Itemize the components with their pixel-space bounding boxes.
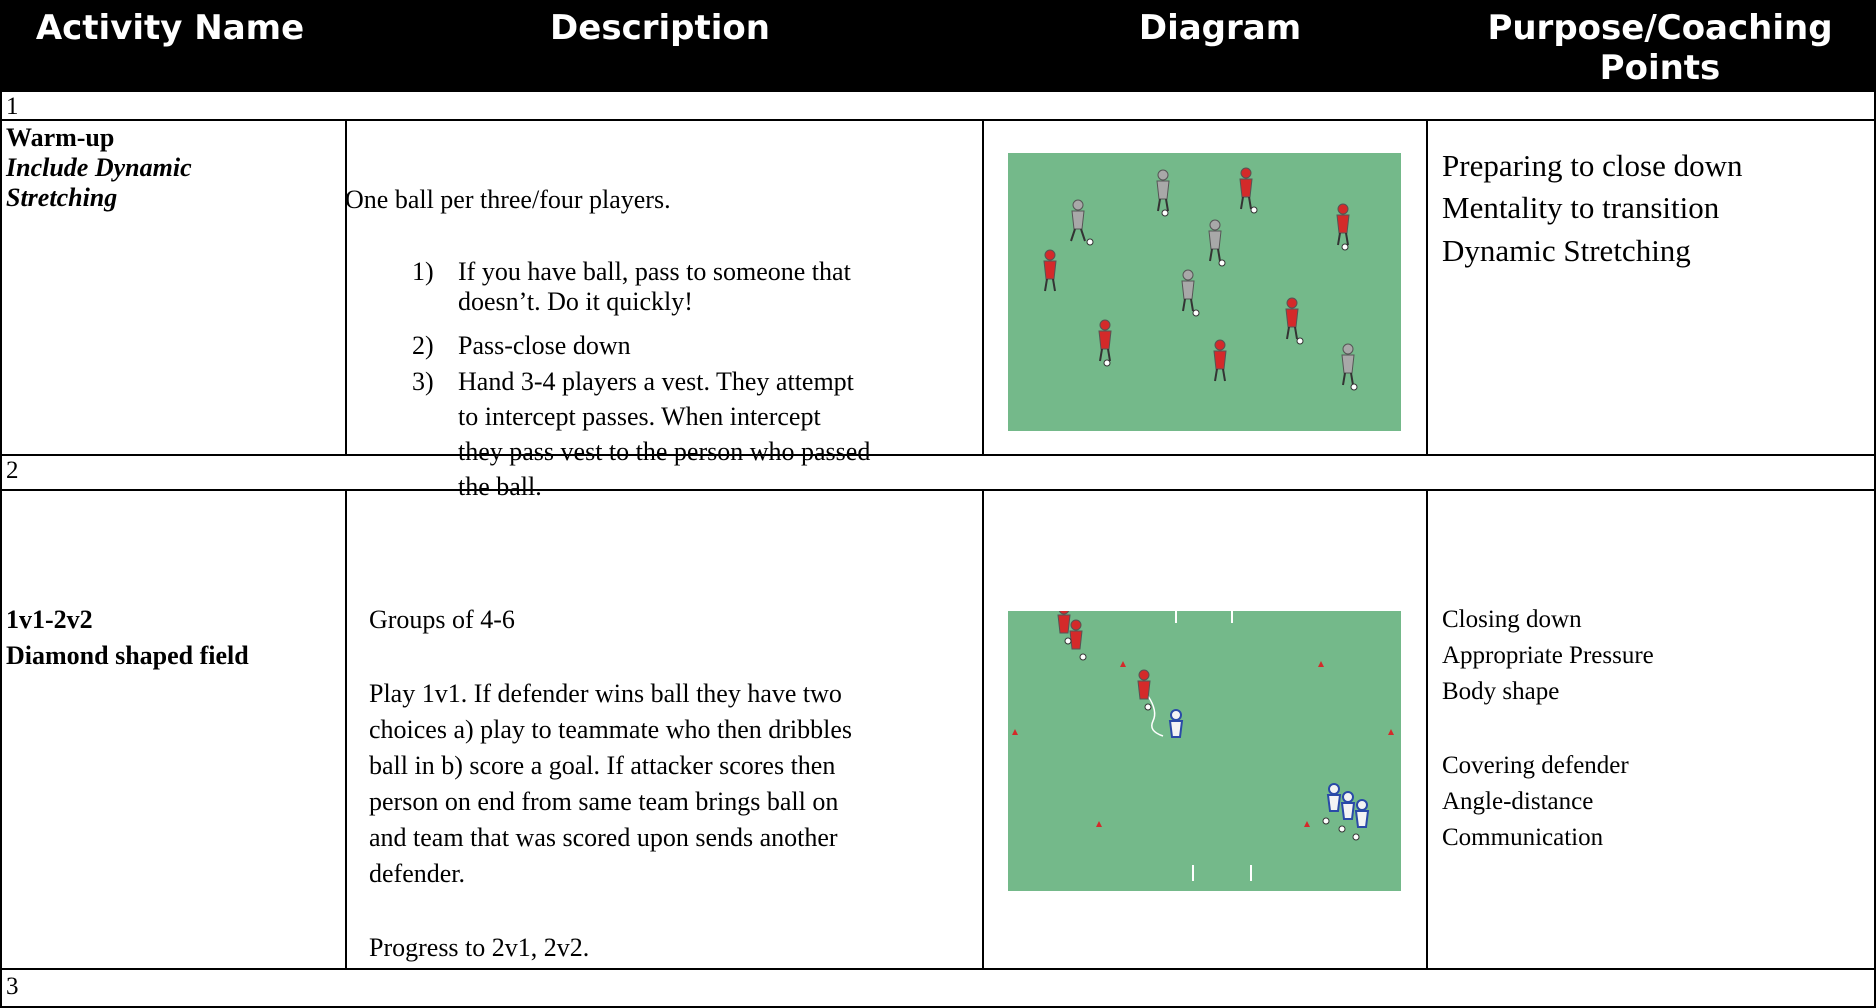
list-item: Pass-close down <box>458 331 631 360</box>
activity-name: 1v1-2v2 <box>6 605 93 634</box>
purpose-point: Communication <box>1442 824 1604 851</box>
purpose-point: Body shape <box>1442 678 1560 705</box>
description-text: and team that was scored upon sends anot… <box>369 823 838 852</box>
description-text: Play 1v1. If defender wins ball they hav… <box>369 679 842 708</box>
list-marker: 1) <box>412 257 434 286</box>
ball-icon <box>1086 206 1358 391</box>
column-divider <box>1426 120 1428 455</box>
table-border-right <box>1874 92 1876 1008</box>
row-number: 3 <box>6 973 19 1000</box>
header-diagram: Diagram <box>1138 8 1302 48</box>
activity-subtitle: Stretching <box>6 183 118 212</box>
list-marker: 2) <box>412 331 434 360</box>
warmup-players <box>1043 167 1358 391</box>
list-marker: 3) <box>412 367 434 396</box>
player-legs <box>1044 196 1354 386</box>
description-text: defender. <box>369 859 466 888</box>
row-number: 2 <box>6 457 19 484</box>
row-divider <box>0 489 1876 491</box>
player-icon <box>1071 169 1355 374</box>
ball-icon <box>1064 637 1360 841</box>
column-divider <box>982 120 984 455</box>
row-divider <box>0 1006 1876 1008</box>
purpose-point: Mentality to transition <box>1442 190 1720 225</box>
row-divider <box>0 968 1876 970</box>
cone-icon <box>1012 661 1394 827</box>
row-number: 1 <box>6 93 19 120</box>
player-icon <box>1057 611 1151 700</box>
description-text: Progress to 2v1, 2v2. <box>369 933 590 962</box>
column-divider <box>345 490 347 969</box>
column-divider <box>1426 490 1428 969</box>
diamond-field-elements <box>1012 611 1394 881</box>
description-text: Groups of 4-6 <box>369 605 515 634</box>
table-header: Activity Name Description Diagram Purpos… <box>0 0 1876 92</box>
list-item: the ball. <box>458 472 542 501</box>
diagram-warmup-field <box>1008 153 1401 431</box>
diagram-diamond-field <box>1008 611 1401 891</box>
header-purpose: Purpose/Coaching Points <box>1487 8 1833 88</box>
activity-subtitle: Include Dynamic <box>6 153 192 182</box>
list-item: to intercept passes. When intercept <box>458 402 821 431</box>
header-description: Description <box>550 8 770 48</box>
goal-flag-icon <box>1175 611 1252 881</box>
purpose-point: Preparing to close down <box>1442 148 1743 183</box>
list-item: If you have ball, pass to someone that <box>458 257 851 286</box>
description-text: choices a) play to teammate who then dri… <box>369 715 853 744</box>
list-item: they pass vest to the person who passed <box>458 437 871 466</box>
activity-name: Warm-up <box>6 123 115 152</box>
table-border-left <box>0 92 2 1008</box>
description-intro: One ball per three/four players. <box>345 185 671 214</box>
purpose-point: Angle-distance <box>1442 788 1594 815</box>
list-item: Hand 3-4 players a vest. They attempt <box>458 367 854 396</box>
description-text: person on end from same team brings ball… <box>369 787 839 816</box>
row-divider <box>0 119 1876 121</box>
purpose-point: Covering defender <box>1442 752 1629 779</box>
player-icon <box>1168 709 1370 828</box>
row-divider <box>0 454 1876 456</box>
player-icon <box>1043 167 1350 370</box>
description-text: ball in b) score a goal. If attacker sco… <box>369 751 836 780</box>
purpose-point: Closing down <box>1442 606 1582 633</box>
column-divider <box>345 120 347 455</box>
column-divider <box>982 490 984 969</box>
purpose-point: Dynamic Stretching <box>1442 233 1691 268</box>
purpose-point: Appropriate Pressure <box>1442 642 1654 669</box>
dribble-path <box>1147 695 1164 737</box>
activity-subtitle: Diamond shaped field <box>6 641 249 670</box>
list-item: doesn’t. Do it quickly! <box>458 287 693 316</box>
header-activity-name: Activity Name <box>35 8 305 48</box>
